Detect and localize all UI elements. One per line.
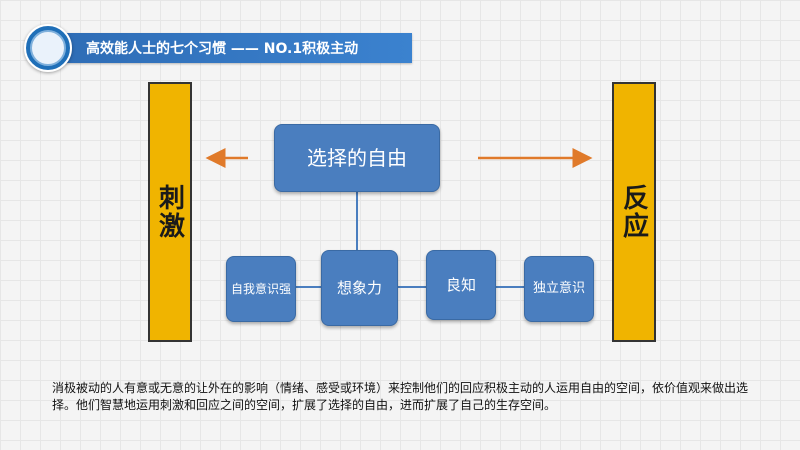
self-awareness-label: 自我意识强 xyxy=(231,281,292,296)
connector-vertical xyxy=(356,192,358,250)
conscience-box: 良知 xyxy=(426,250,496,320)
independent-will-label: 独立意识 xyxy=(532,281,585,297)
connector-conscience-independent xyxy=(496,286,524,288)
imagination-box: 想象力 xyxy=(321,250,398,326)
freedom-of-choice-box: 选择的自由 xyxy=(274,124,440,192)
connector-imagine-conscience xyxy=(398,286,426,288)
logo-icon xyxy=(24,24,72,72)
connector-self-imagine xyxy=(296,286,321,288)
stimulus-label: 刺激 xyxy=(154,184,185,240)
conscience-label: 良知 xyxy=(445,275,476,294)
freedom-of-choice-label: 选择的自由 xyxy=(307,145,407,170)
imagination-label: 想象力 xyxy=(336,278,382,297)
independent-will-box: 独立意识 xyxy=(524,256,594,322)
description-text: 消极被动的人有意或无意的让外在的影响（情绪、感受或环境）来控制他们的回应积极主动… xyxy=(52,381,749,412)
response-column: 反应 xyxy=(612,82,656,342)
page-title: 高效能人士的七个习惯 —— NO.1积极主动 xyxy=(86,41,359,57)
title-banner: 高效能人士的七个习惯 —— NO.1积极主动 xyxy=(52,33,412,63)
self-awareness-box: 自我意识强 xyxy=(226,256,296,322)
stimulus-column: 刺激 xyxy=(148,82,192,342)
response-label: 反应 xyxy=(618,184,649,240)
